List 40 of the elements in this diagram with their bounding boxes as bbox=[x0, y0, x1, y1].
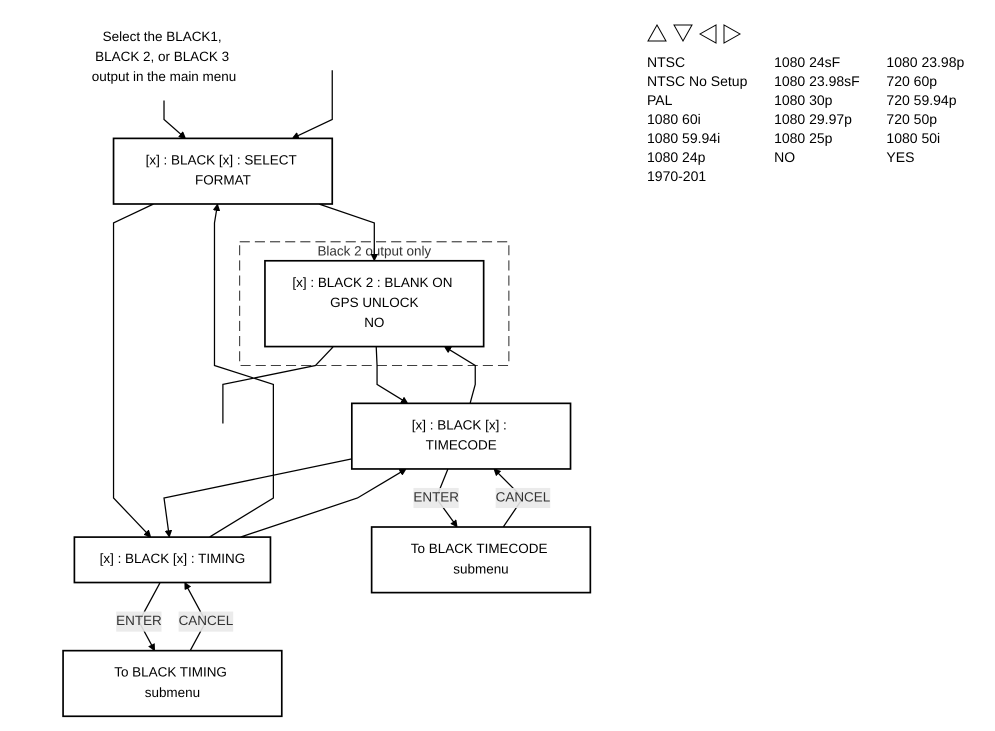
edge-label: ENTER bbox=[116, 614, 162, 628]
node-box: [x] : BLACK 2 : BLANK ON GPS UNLOCK NO bbox=[264, 260, 484, 348]
connector bbox=[222, 346, 334, 424]
arrow bbox=[112, 203, 154, 538]
option-label: 1080 24sF bbox=[774, 54, 842, 70]
arrow bbox=[163, 100, 186, 139]
node-box: To BLACK TIMECODE submenu bbox=[370, 526, 592, 594]
option-label: 1080 29.97p bbox=[774, 111, 853, 127]
arrow bbox=[444, 346, 476, 404]
option-label: 1080 23.98p bbox=[886, 54, 966, 70]
arrow bbox=[376, 346, 408, 404]
option-label: 1080 23.98sF bbox=[774, 73, 861, 89]
option-label: 1080 25p bbox=[774, 130, 834, 146]
node-box: [x] : BLACK [x] : TIMECODE bbox=[350, 402, 572, 470]
edge-label: CANCEL bbox=[496, 490, 550, 505]
option-label: 1970-201 bbox=[647, 168, 708, 184]
arrow bbox=[318, 203, 378, 262]
edge-label: ENTER bbox=[413, 490, 459, 505]
arrow bbox=[292, 70, 333, 139]
node-box: To BLACK TIMING submenu bbox=[62, 650, 283, 718]
option-label: 1080 60i bbox=[647, 111, 702, 127]
node-box: [x] : BLACK [x] : SELECT FORMAT bbox=[112, 138, 334, 205]
option-label: 1080 59.94i bbox=[647, 130, 722, 146]
option-label: 1080 30p bbox=[774, 92, 834, 108]
option-label: 720 59.94p bbox=[886, 92, 958, 108]
node-box: [x] : BLACK [x] : TIMING bbox=[74, 536, 272, 584]
option-label: NTSC bbox=[647, 54, 686, 70]
arrow bbox=[240, 468, 406, 538]
option-label: 1080 24p bbox=[647, 149, 706, 165]
option-label: YES bbox=[886, 149, 916, 165]
option-label: PAL bbox=[647, 92, 674, 108]
option-label: 1080 50i bbox=[886, 130, 942, 146]
option-label: 720 60p bbox=[886, 73, 938, 89]
arrow bbox=[209, 204, 274, 538]
edge-label: CANCEL bbox=[178, 614, 234, 628]
option-label: 720 50p bbox=[886, 111, 938, 127]
option-label: NO bbox=[774, 149, 796, 165]
option-label: NTSC No Setup bbox=[647, 73, 748, 89]
arrow bbox=[163, 458, 352, 538]
node-text: Select the BLACK1, BLACK 2, or BLACK 3 output in the main menu bbox=[92, 30, 236, 85]
